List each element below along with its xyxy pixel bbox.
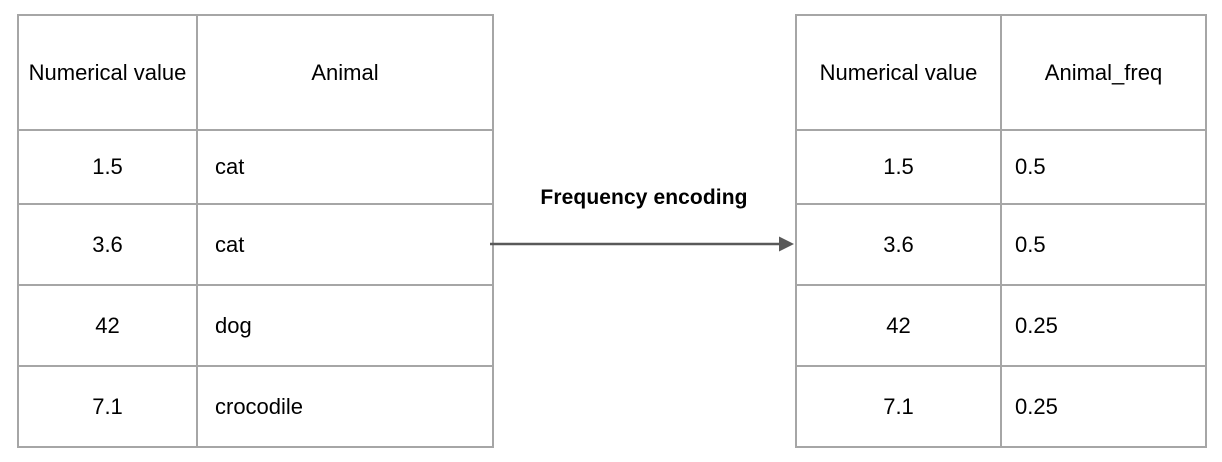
cell-numerical-value: 7.1 <box>795 365 1002 448</box>
table-header-row: Numerical value Animal_freq <box>795 14 1207 131</box>
cell-animal: dog <box>196 284 494 367</box>
column-header-numerical-value: Numerical value <box>17 14 198 131</box>
arrow-right-icon <box>490 236 794 252</box>
arrow-label: Frequency encoding <box>540 186 748 209</box>
cell-animal: cat <box>196 129 494 205</box>
table-row: 7.1 0.25 <box>795 365 1207 448</box>
output-table: Numerical value Animal_freq 1.5 0.5 3.6 … <box>795 14 1207 448</box>
cell-animal-freq: 0.25 <box>1000 284 1207 367</box>
cell-numerical-value: 1.5 <box>795 129 1002 205</box>
cell-numerical-value: 42 <box>17 284 198 367</box>
input-table: Numerical value Animal 1.5 cat 3.6 cat 4… <box>17 14 494 448</box>
table-row: 1.5 0.5 <box>795 129 1207 205</box>
table-row: 1.5 cat <box>17 129 494 205</box>
cell-animal: crocodile <box>196 365 494 448</box>
cell-animal-freq: 0.25 <box>1000 365 1207 448</box>
table-row: 3.6 0.5 <box>795 203 1207 286</box>
cell-animal-freq: 0.5 <box>1000 129 1207 205</box>
column-header-animal-freq: Animal_freq <box>1000 14 1207 131</box>
column-header-numerical-value: Numerical value <box>795 14 1002 131</box>
table-row: 7.1 crocodile <box>17 365 494 448</box>
cell-animal: cat <box>196 203 494 286</box>
cell-numerical-value: 1.5 <box>17 129 198 205</box>
table-header-row: Numerical value Animal <box>17 14 494 131</box>
cell-animal-freq: 0.5 <box>1000 203 1207 286</box>
column-header-animal: Animal <box>196 14 494 131</box>
table-row: 42 0.25 <box>795 284 1207 367</box>
table-row: 3.6 cat <box>17 203 494 286</box>
transformation-arrow-group: Frequency encoding <box>488 186 798 262</box>
table-row: 42 dog <box>17 284 494 367</box>
cell-numerical-value: 3.6 <box>17 203 198 286</box>
cell-numerical-value: 3.6 <box>795 203 1002 286</box>
cell-numerical-value: 7.1 <box>17 365 198 448</box>
cell-numerical-value: 42 <box>795 284 1002 367</box>
